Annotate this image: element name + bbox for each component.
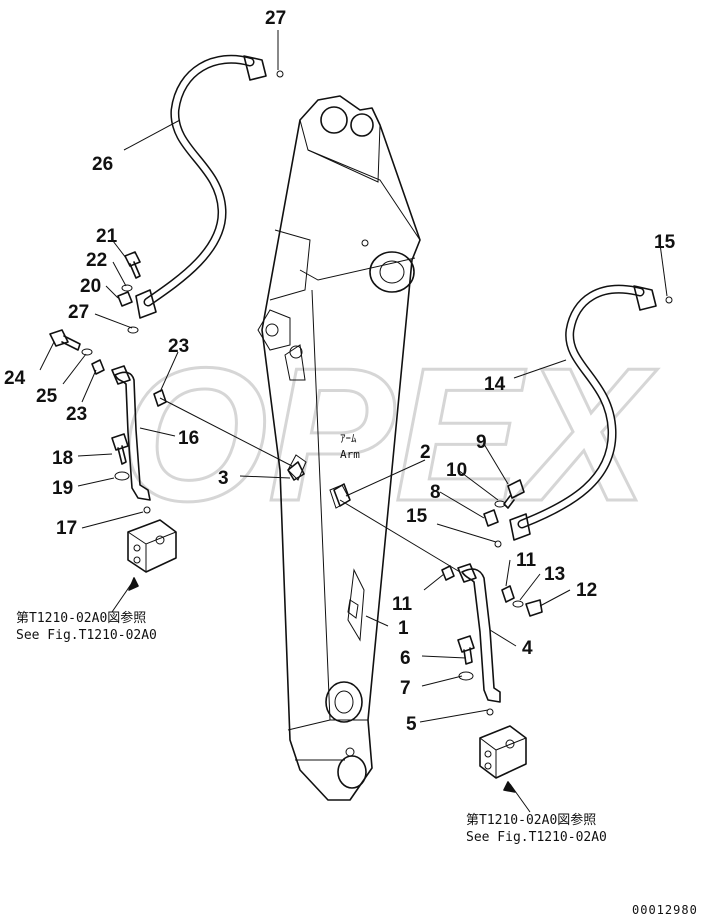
arm-label-jp: ｱｰﾑ [340,432,357,445]
callout-21: 21 [96,226,118,247]
callout-23-left: 23 [66,404,87,425]
callout-1: 1 [398,618,409,639]
callout-11-left: 11 [392,594,413,615]
callout-6: 6 [400,648,411,669]
callout-18: 18 [52,448,73,469]
callout-4: 4 [522,638,533,659]
callout-22: 22 [86,250,107,271]
callout-15-mid: 15 [406,506,428,527]
reference-right-jp: 第T1210-02A0図参照 [466,812,596,828]
callout-27-top: 27 [265,8,286,29]
reference-left-en: See Fig.T1210-02A0 [16,628,157,643]
arm-part-1: ｱｰﾑ Arm [257,95,421,801]
reference-right-en: See Fig.T1210-02A0 [466,830,607,845]
callout-8: 8 [430,482,441,503]
callout-27-left: 27 [68,302,89,323]
callout-15-right: 15 [654,232,676,253]
callout-14: 14 [484,374,506,395]
callout-23-upper: 23 [168,336,189,357]
small-parts-left [49,251,167,481]
callout-2: 2 [420,442,431,463]
reference-left-jp: 第T1210-02A0図参照 [16,610,146,626]
callout-13: 13 [544,564,565,585]
callout-labels: 27 26 21 22 20 27 24 25 23 23 16 18 19 1… [4,8,676,735]
callout-20: 20 [80,276,101,297]
document-number: 00012980 [632,903,698,917]
callout-9: 9 [476,432,487,453]
callout-26: 26 [92,154,113,175]
callout-24: 24 [4,368,26,389]
arm-label-en: Arm [340,448,360,461]
callout-12: 12 [576,580,597,601]
callout-5: 5 [406,714,417,735]
callout-17: 17 [56,518,77,539]
valve-block-left [111,506,177,613]
hose-14 [509,284,657,541]
pipe-4 [457,563,501,703]
callout-3: 3 [218,468,229,489]
leader-lines [39,30,668,723]
callout-11-right: 11 [516,550,537,571]
callout-7: 7 [400,678,411,699]
small-parts-right [276,70,673,681]
valve-block-right [479,708,531,813]
callout-19: 19 [52,478,73,499]
callout-16: 16 [178,428,199,449]
hose-26 [135,54,267,319]
pipe-16 [111,365,151,501]
callout-10: 10 [446,460,467,481]
callout-25: 25 [36,386,58,407]
